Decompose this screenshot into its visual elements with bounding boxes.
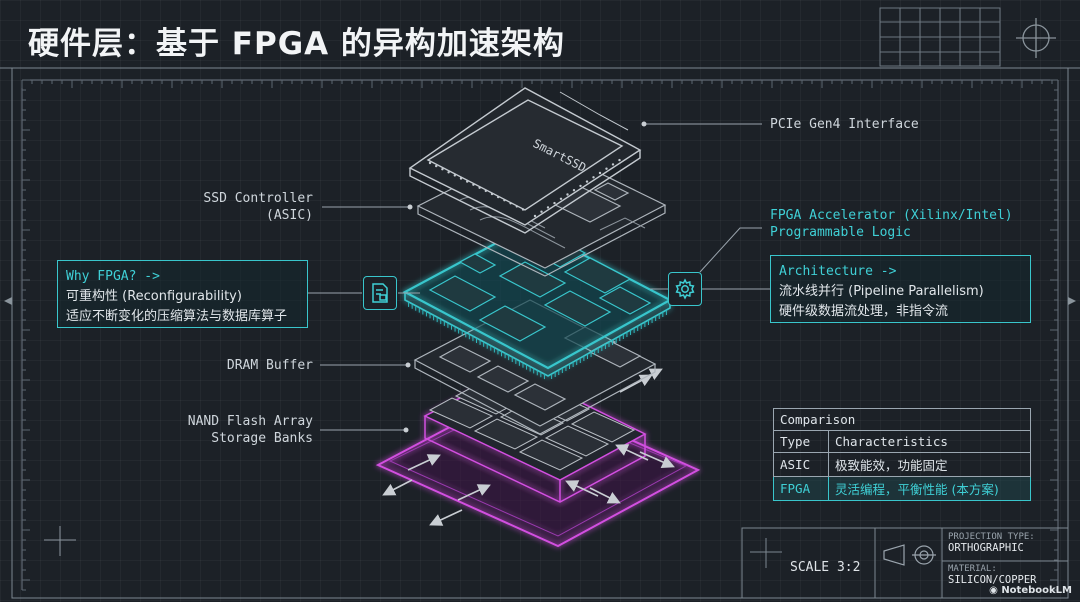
ssd-controller-label: SSD Controller (ASIC) (180, 190, 313, 224)
table-row-highlighted: FPGA 灵活编程，平衡性能 (本方案) (773, 476, 1031, 501)
table-caption-row: Comparison (773, 408, 1031, 431)
document-chip-icon (363, 276, 397, 310)
nand-label-line1: NAND Flash Array (187, 414, 313, 429)
architecture-box: Architecture -> 流水线并行 (Pipeline Parallel… (770, 255, 1031, 323)
projection-symbol-icon (883, 544, 936, 566)
dram-label: DRAM Buffer (226, 358, 313, 373)
smartssd-board (408, 87, 642, 234)
notebooklm-logo-icon: ◉ (989, 585, 1002, 596)
material-value: SILICON/COPPER (948, 574, 1037, 586)
projection-type-label: PROJECTION TYPE: (948, 532, 1035, 542)
nand-label: NAND Flash Array Storage Banks (150, 413, 313, 447)
why-fpga-line1: 可重构性 (Reconfigurability) (66, 289, 242, 304)
page-title: 硬件层：基于 FPGA 的异构加速架构 (28, 26, 565, 62)
header-characteristics: Characteristics (828, 430, 1031, 453)
row-asic-type: ASIC (773, 452, 829, 477)
fpga-label-line2: Programmable Logic (770, 225, 911, 240)
material-label: MATERIAL: (948, 564, 997, 574)
row-asic-desc: 极致能效，功能固定 (828, 452, 1031, 477)
crosshair-icon (1016, 18, 1056, 58)
watermark-text: NotebookLM (1001, 585, 1072, 596)
registration-mark (44, 526, 76, 556)
fpga-pins (408, 301, 667, 380)
pcie-label: PCIe Gen4 Interface (770, 117, 919, 132)
architecture-line1: 流水线并行 (Pipeline Parallelism) (779, 284, 984, 299)
left-edge-marker (4, 297, 12, 305)
why-fpga-box: Why FPGA? -> 可重构性 (Reconfigurability) 适应… (57, 260, 308, 328)
nand-label-line2: Storage Banks (211, 431, 313, 446)
projection-type-value: ORTHOGRAPHIC (948, 542, 1024, 554)
fpga-accelerator-label: FPGA Accelerator (Xilinx/Intel) Programm… (770, 207, 1013, 241)
right-edge-marker (1068, 297, 1076, 305)
why-fpga-heading: Why FPGA? -> (66, 269, 160, 284)
architecture-heading: Architecture -> (779, 264, 897, 279)
board-dots (428, 158, 621, 218)
ruler-tick-marks (21, 79, 1058, 591)
comparison-table: Comparison Type Characteristics ASIC 极致能… (773, 408, 1031, 501)
table-header-row: Type Characteristics (773, 430, 1031, 453)
table-row: ASIC 极致能效，功能固定 (773, 452, 1031, 477)
ssd-controller-label-line1: SSD Controller (203, 191, 313, 206)
title-grid-block (879, 7, 1001, 67)
gear-icon (668, 272, 702, 306)
ruler-ticks (21, 79, 1059, 590)
why-fpga-line2: 适应不断变化的压缩算法与数据库算子 (66, 309, 288, 324)
row-fpga-type: FPGA (773, 476, 829, 501)
drawing-frame (0, 67, 1080, 599)
row-fpga-desc: 灵活编程，平衡性能 (本方案) (828, 476, 1031, 501)
header-type: Type (773, 430, 829, 453)
architecture-line2: 硬件级数据流处理，非指令流 (779, 304, 949, 319)
fpga-label-line1: FPGA Accelerator (Xilinx/Intel) (770, 208, 1013, 223)
scale-label: SCALE 3:2 (790, 560, 861, 575)
leader-dots (403, 121, 647, 433)
leader-lines (308, 123, 770, 431)
comparison-caption: Comparison (773, 408, 1031, 431)
title-block (741, 527, 1069, 599)
notebooklm-watermark: ◉ NotebookLM (989, 585, 1072, 596)
ssd-controller-label-line2: (ASIC) (266, 208, 313, 223)
